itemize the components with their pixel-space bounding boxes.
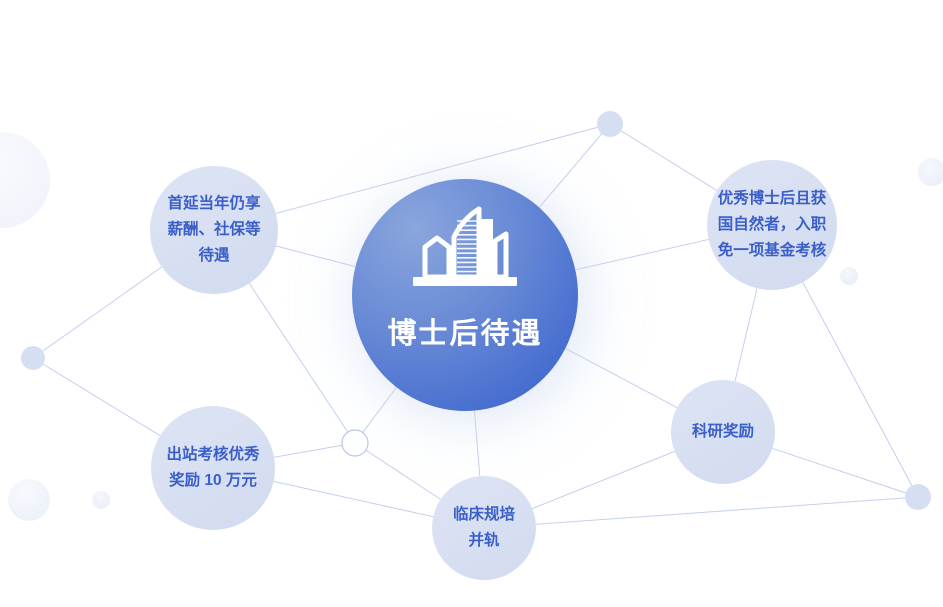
center-node-layer: 博士后待遇 xyxy=(352,179,578,411)
node-clinical-training-text-line: 并轨 xyxy=(468,530,500,549)
edge-layer xyxy=(42,126,913,525)
node-exit-review-award-circle xyxy=(151,406,275,530)
decor-circle-top-right xyxy=(918,158,943,186)
edge-top-fund xyxy=(620,130,718,192)
node-research-incentive-text-line: 科研奖励 xyxy=(692,421,754,440)
junction-layer xyxy=(21,111,931,510)
edge-salary-mid xyxy=(248,283,349,433)
node-exit-review-award-text-line: 奖励 10 万元 xyxy=(169,470,257,489)
edge-award-mid xyxy=(273,444,343,458)
edge-fund-research xyxy=(734,288,758,382)
edge-salary-left xyxy=(42,266,163,352)
edge-clinical-right xyxy=(535,497,906,525)
node-salary-benefits-circle xyxy=(150,166,278,294)
junction-top[interactable] xyxy=(597,111,623,137)
edge-left-award xyxy=(42,363,161,437)
edge-fund-right xyxy=(802,282,913,486)
node-salary-benefits-text-line: 待遇 xyxy=(198,245,230,264)
edge-clinical-research xyxy=(532,450,675,510)
node-research-incentive-circle xyxy=(671,380,775,484)
node-excellent-postdoc-fund-text-line: 国自然者，入职 xyxy=(718,214,827,233)
node-clinical-training-circle xyxy=(432,476,536,580)
node-excellent-postdoc-fund-circle xyxy=(707,160,837,290)
edge-mid-clinical xyxy=(365,449,441,500)
center-node[interactable]: 博士后待遇 xyxy=(352,179,578,411)
node-excellent-postdoc-fund-text-line: 免一项基金考核 xyxy=(718,240,827,259)
node-research-incentive[interactable]: 科研奖励 xyxy=(671,380,775,484)
node-excellent-postdoc-fund-text-line: 优秀博士后且获 xyxy=(718,188,827,207)
junction-right[interactable] xyxy=(905,484,931,510)
center-node-circle xyxy=(352,179,578,411)
junction-center-ring[interactable] xyxy=(341,429,369,457)
decoration-layer xyxy=(0,132,943,521)
center-node-title: 博士后待遇 xyxy=(387,317,542,350)
edge-research-right xyxy=(772,447,906,494)
node-salary-benefits-text-line: 首延当年仍享 xyxy=(167,193,260,212)
junction-left[interactable] xyxy=(21,346,45,370)
node-exit-review-award-text-line: 出站考核优秀 xyxy=(166,444,260,463)
decor-circle-left-large xyxy=(0,132,50,228)
decor-circle-bottom-left-small xyxy=(92,491,110,509)
node-clinical-training-text-line: 临床规培 xyxy=(453,504,516,523)
decor-circle-right-small xyxy=(840,267,858,285)
node-salary-benefits-text-line: 薪酬、社保等 xyxy=(167,219,261,238)
buildings-icon xyxy=(413,206,517,286)
decor-circle-bottom-left xyxy=(8,479,50,521)
edge-award-clinical xyxy=(273,480,434,518)
